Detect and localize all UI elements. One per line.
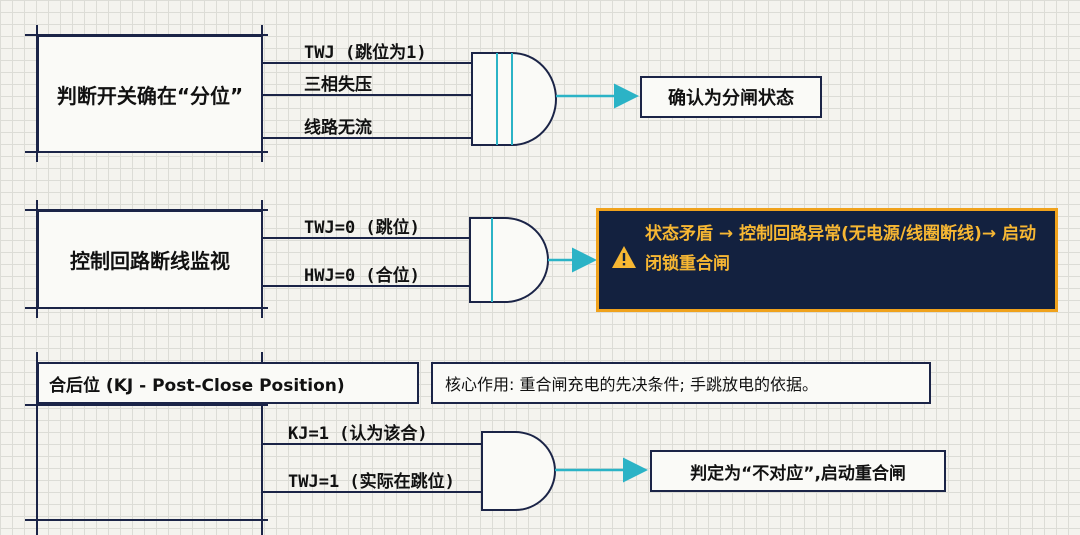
section3-header: 合后位 (KJ - Post-Close Position)	[49, 375, 345, 396]
section3-output-box: 判定为“不对应”,启动重合闸	[650, 450, 946, 492]
section2-input-twj: TWJ=0 (跳位)	[304, 218, 420, 238]
section2-input-hwj: HWJ=0 (合位)	[304, 266, 420, 286]
section1-input-twj: TWJ (跳位为1)	[304, 43, 427, 63]
section1-box-title: 判断开关确在“分位”	[56, 83, 244, 108]
section1-condition-box: 判断开关确在“分位”	[37, 35, 263, 153]
section3-note: 核心作用: 重合闸充电的先决条件; 手跳放电的依据。	[445, 375, 818, 394]
section3-output-text: 判定为“不对应”,启动重合闸	[690, 463, 906, 484]
section2-alert-text: 状态矛盾 → 控制回路异常(无电源/线圈断线)→ 启动闭锁重合闸	[645, 224, 1036, 274]
section3-input-twj: TWJ=1 (实际在跳位)	[288, 472, 455, 492]
section2-box-title: 控制回路断线监视	[70, 249, 230, 273]
section2-condition-box: 控制回路断线监视	[37, 210, 263, 309]
section3-input-kj: KJ=1 (认为该合)	[288, 424, 428, 444]
section1-input-wires	[262, 62, 472, 139]
and-gate-1	[471, 52, 557, 146]
section3-header-box: 合后位 (KJ - Post-Close Position)	[37, 362, 419, 404]
section1-input-voltage-loss: 三相失压	[304, 75, 372, 95]
section1-output-box: 确认为分闸状态	[640, 76, 822, 118]
section3-input-wires	[262, 443, 482, 493]
warning-triangle-icon	[612, 246, 636, 268]
and-gate-2	[469, 217, 549, 303]
section2-input-wires	[262, 237, 470, 287]
section2-alert-box: 状态矛盾 → 控制回路异常(无电源/线圈断线)→ 启动闭锁重合闸	[596, 208, 1058, 312]
section1-output-text: 确认为分闸状态	[668, 88, 794, 109]
section1-input-no-current: 线路无流	[304, 118, 372, 138]
and-gate-3	[481, 431, 556, 511]
section3-note-box: 核心作用: 重合闸充电的先决条件; 手跳放电的依据。	[431, 362, 931, 404]
